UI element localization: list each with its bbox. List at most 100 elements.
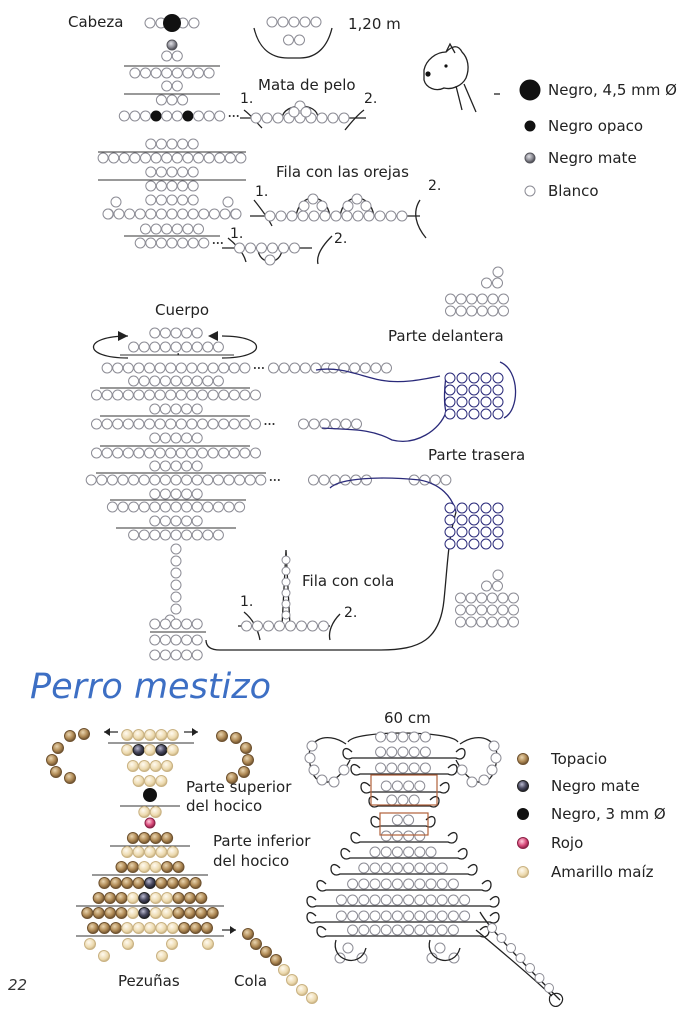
bead	[281, 599, 291, 609]
bead	[144, 922, 156, 934]
bead	[270, 954, 282, 966]
bead	[170, 618, 182, 630]
bead	[459, 894, 471, 906]
bead	[419, 731, 431, 743]
bead	[109, 922, 122, 934]
bead	[375, 746, 387, 758]
bead	[155, 166, 167, 178]
bead	[170, 649, 182, 661]
bead	[207, 389, 219, 401]
ear-arrowhead-right	[192, 728, 198, 736]
bead	[403, 910, 415, 922]
bead	[118, 110, 130, 122]
bead	[310, 362, 322, 374]
bead	[149, 529, 161, 541]
bead	[172, 907, 185, 919]
bead	[263, 620, 274, 632]
bead	[155, 194, 167, 206]
bead	[380, 878, 392, 890]
bead	[456, 538, 468, 550]
continuation-dot	[269, 479, 272, 481]
wire-loop	[360, 782, 450, 794]
bead	[306, 740, 318, 752]
bead	[335, 894, 347, 906]
bead	[124, 208, 136, 220]
bead	[172, 861, 185, 873]
bead	[207, 362, 219, 374]
body-arrowhead-left	[118, 331, 128, 341]
bead	[170, 591, 182, 603]
bead	[166, 194, 178, 206]
bead	[191, 649, 203, 661]
bead	[161, 861, 174, 873]
bead	[468, 384, 480, 396]
bead	[508, 616, 519, 628]
bead	[234, 501, 246, 513]
bead	[465, 592, 477, 604]
bead	[524, 185, 536, 197]
bead	[487, 293, 499, 305]
bead	[170, 529, 182, 541]
bead	[149, 488, 161, 500]
bead	[170, 567, 182, 579]
head-diagram: Cabeza	[68, 13, 247, 249]
bead	[197, 362, 208, 374]
bead	[308, 474, 319, 486]
bead	[159, 634, 171, 646]
bead	[380, 862, 392, 874]
bead	[191, 375, 203, 387]
bead	[195, 892, 208, 904]
bead	[188, 17, 200, 29]
bead	[149, 892, 162, 904]
bead	[352, 210, 364, 222]
bead	[170, 460, 182, 472]
bead	[308, 764, 320, 776]
bead	[187, 180, 199, 192]
bead	[316, 774, 328, 786]
bead	[115, 907, 128, 919]
bead	[238, 766, 250, 778]
bead	[98, 950, 110, 962]
bead	[64, 730, 76, 742]
bead	[425, 910, 437, 922]
bead	[191, 515, 203, 527]
bead	[206, 907, 219, 919]
bead	[466, 776, 478, 788]
bead	[255, 474, 267, 486]
bead	[187, 138, 199, 150]
bead	[465, 604, 477, 616]
bead	[480, 526, 492, 538]
bead	[187, 208, 199, 220]
bead	[296, 984, 308, 996]
bead	[397, 731, 409, 743]
wire-loop	[340, 848, 468, 860]
bead	[134, 237, 146, 249]
bead	[492, 502, 504, 514]
bead	[214, 152, 226, 164]
bead	[340, 418, 352, 430]
bead	[126, 892, 139, 904]
bead	[268, 362, 279, 374]
bead	[101, 418, 113, 430]
bead	[239, 362, 251, 374]
bead	[161, 223, 173, 235]
bead	[155, 744, 168, 756]
bead	[155, 237, 167, 249]
bead	[144, 729, 156, 741]
bead	[110, 196, 122, 208]
bead	[480, 384, 492, 396]
legend-bottom-item: Negro, 3 mm Ø	[551, 805, 666, 823]
bead	[294, 34, 305, 46]
bead	[144, 418, 155, 430]
bead	[425, 878, 437, 890]
bead	[267, 242, 278, 254]
bead	[92, 907, 105, 919]
bead	[397, 762, 409, 774]
bead	[434, 942, 446, 954]
bead	[145, 180, 157, 192]
bead	[391, 910, 403, 922]
bead	[112, 418, 124, 430]
bead	[84, 938, 96, 950]
bead	[159, 474, 171, 486]
